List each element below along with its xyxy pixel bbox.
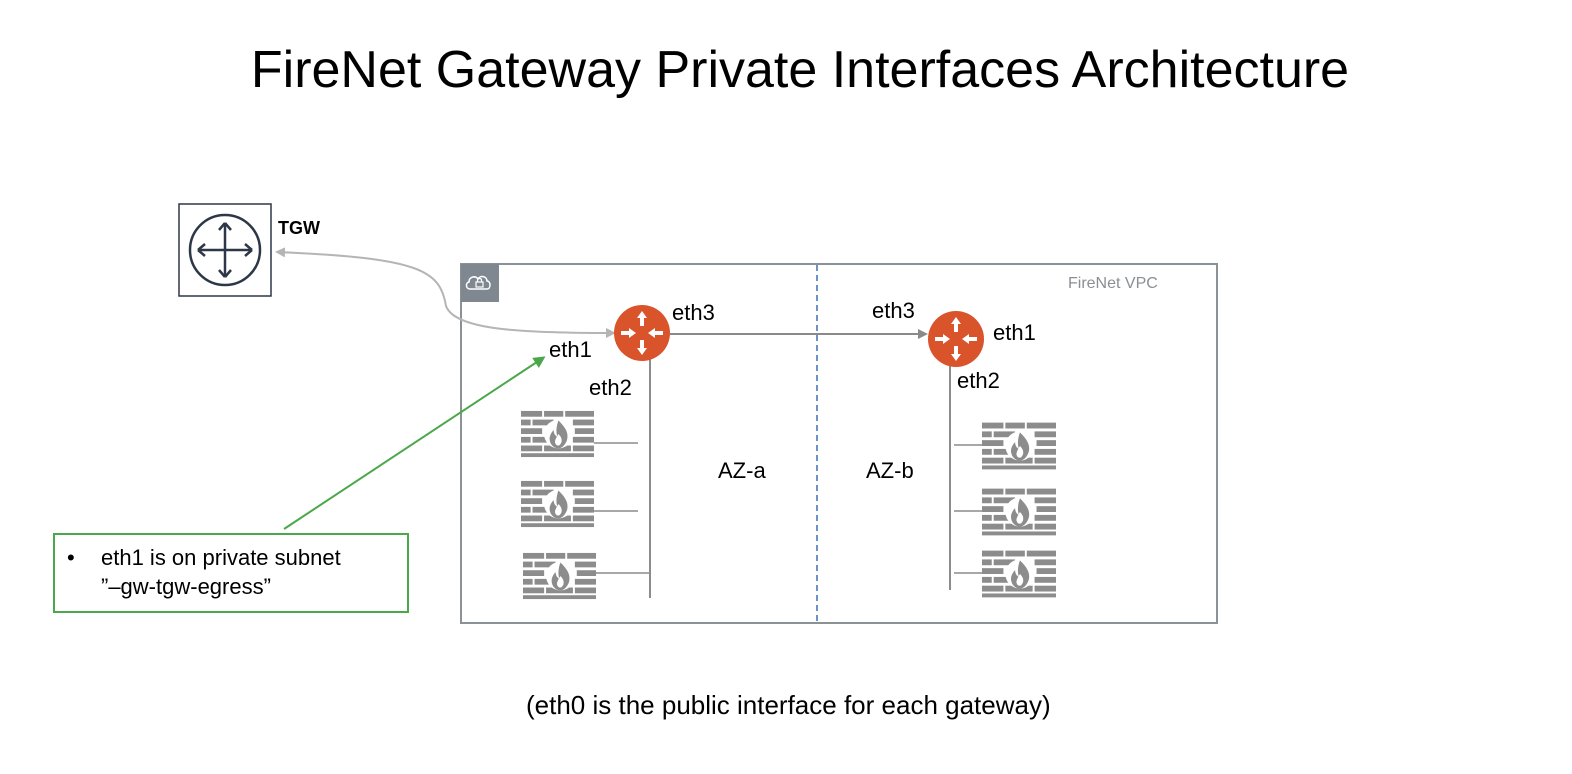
firenet-vpc-box <box>460 263 1218 624</box>
gateway-a-icon[interactable] <box>614 305 670 361</box>
gateway-b-eth1-label: eth1 <box>993 320 1036 345</box>
firewall-icon[interactable] <box>523 552 596 600</box>
gateway-b-icon[interactable] <box>928 311 984 367</box>
firewall-icon[interactable] <box>982 422 1056 470</box>
firewall-icon[interactable] <box>982 488 1056 536</box>
note-bullet: • <box>67 545 75 570</box>
gateway-a-eth2-label: eth2 <box>589 375 632 400</box>
gateway-b-eth3-label: eth3 <box>872 298 915 323</box>
gateway-a-eth3-label: eth3 <box>672 300 715 325</box>
firewall-icon[interactable] <box>982 550 1056 598</box>
az-a-label: AZ-a <box>718 458 766 483</box>
gateway-b-eth2-label: eth2 <box>957 368 1000 393</box>
tgw-icon[interactable] <box>178 203 272 297</box>
firewall-icon[interactable] <box>521 480 594 528</box>
callout-arrow <box>283 356 546 530</box>
firewall-icon[interactable] <box>521 410 594 458</box>
footer-caption: (eth0 is the public interface for each g… <box>526 690 1051 720</box>
tgw-connection-line <box>275 247 615 334</box>
tgw-label: TGW <box>278 218 320 238</box>
eth1-note-callout: • eth1 is on private subnet ”–gw-tgw-egr… <box>53 533 409 613</box>
gateway-a-eth1-label: eth1 <box>549 337 592 362</box>
az-b-label: AZ-b <box>866 458 914 483</box>
note-line-2: ”–gw-tgw-egress” <box>101 574 271 599</box>
page-title: FireNet Gateway Private Interfaces Archi… <box>250 41 1350 99</box>
note-line-1: eth1 is on private subnet <box>101 545 341 570</box>
vpc-label: FireNet VPC <box>1068 275 1158 292</box>
